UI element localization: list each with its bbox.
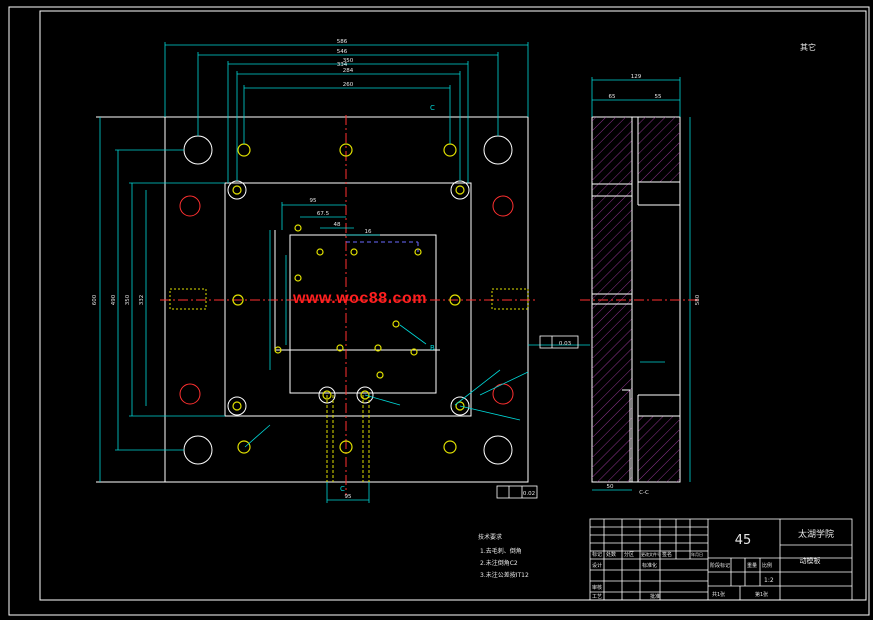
tb-material: 45 [735,533,752,548]
tb-header-2: 处数 [606,551,616,558]
section-mark-b: B [430,344,435,352]
tb-row-process: 工艺 [592,594,602,600]
inner-pocket [289,234,437,394]
section-label-cc: C-C [639,490,649,496]
tb-weight-label: 重量 [747,562,757,569]
side-dim-580: 580 [695,294,701,305]
tb-school: 太湖学院 [798,528,834,540]
tb-part-name: 动模板 [800,556,821,565]
side-view [580,77,700,491]
side-dim-55: 55 [655,94,662,100]
dim-inner-48: 48 [334,222,341,228]
tb-header-4: 更改文件号 [641,551,661,557]
dim-inner-16: 16 [365,229,372,235]
notes-title: 技术要求 [478,533,502,541]
side-dim-50: 50 [607,484,614,490]
dim-top-284: 284 [343,68,354,74]
dim-inner-95: 95 [310,198,317,204]
tb-row-standard: 标准化 [642,562,657,569]
dim-left-600: 600 [92,294,98,305]
guide-hole-tl [183,135,213,165]
tb-header-1: 标记 [592,551,602,558]
inner-frame [39,10,867,601]
tb-row-approve: 批准 [650,593,660,600]
dim-top-350: 350 [343,58,354,64]
title-block [589,518,853,601]
tolerance-1: 0.03 [559,341,572,347]
tb-row-review: 审核 [592,584,602,591]
roughness-note: 其它 [800,42,816,52]
front-view [96,42,590,503]
dim-top-334: 334 [337,62,348,68]
notes-line-2: 2.未注倒角C2 [480,559,518,567]
dim-bottom-95: 95 [345,494,352,500]
dim-inner-67-5: 67.5 [317,211,330,217]
tb-header-6: 年月日 [691,551,703,557]
dim-top-546: 546 [337,49,348,55]
side-dim-129: 129 [631,74,642,80]
tb-scale-label: 比例 [762,562,772,569]
dim-left-350: 350 [125,294,131,305]
guide-hole-br [483,435,513,465]
tb-header-3: 分区 [624,551,634,558]
tb-sheet-total: 共1张 [712,591,725,598]
tb-header-5: 签名 [662,551,672,558]
watermark-text: www.woc88.com [293,290,427,307]
tb-sheet-number: 第1张 [755,591,768,598]
outer-frame [8,6,870,616]
notes-line-3: 3.未注公差按IT12 [480,571,529,579]
section-mark-c-top: C [430,104,435,112]
tolerance-2: 0.02 [523,491,535,497]
tb-stage-label: 阶段标记 [710,562,730,569]
guide-hole-tr [483,135,513,165]
notes-line-1: 1.去毛刺、倒角 [480,547,522,555]
tb-scale-value: 1:2 [764,577,774,584]
guide-hole-bl [183,435,213,465]
section-mark-c-bottom: C [340,485,345,493]
dim-top-586: 586 [337,39,348,45]
side-dim-65: 65 [609,94,616,100]
dim-left-490: 490 [111,294,117,305]
dim-top-260: 260 [343,82,354,88]
dim-left-332: 332 [139,295,145,306]
tb-row-design: 设计 [592,562,602,569]
